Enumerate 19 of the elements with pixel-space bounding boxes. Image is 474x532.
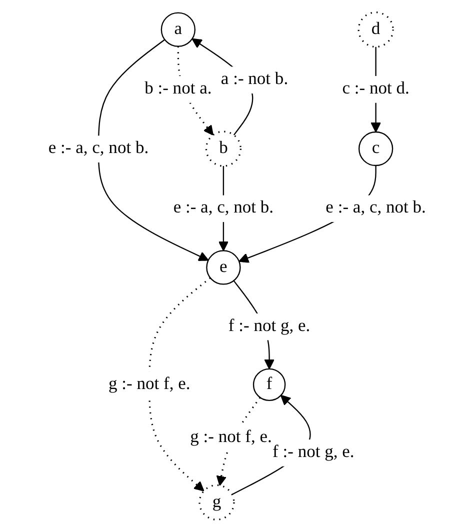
edge-label: e :- a, c, not b.: [173, 198, 274, 218]
node-circle: d: [358, 12, 394, 48]
edge-label: e :- a, c, not b.: [48, 139, 148, 158]
edge-label: a :- not b.: [220, 70, 288, 89]
arrow: [148, 277, 211, 492]
arrow: [98, 39, 209, 261]
node-circle: c: [358, 131, 393, 166]
edge-label: f :- not g, e.: [228, 316, 310, 336]
edge-label: e :- a, c, not b.: [326, 198, 426, 218]
node-circle: b: [205, 130, 242, 167]
edge-label: c :- not d.: [342, 80, 410, 98]
edge-label: g :- not f, e.: [190, 428, 272, 447]
edge-label: b :- not a.: [144, 80, 212, 98]
edge-label: f :- not g, e.: [272, 443, 354, 462]
node-circle: g: [198, 484, 235, 520]
node-circle: f: [252, 368, 286, 402]
edge-label: g :- not f, e.: [108, 375, 190, 394]
node-circle: e: [206, 250, 241, 285]
node-circle: a: [160, 12, 196, 47]
